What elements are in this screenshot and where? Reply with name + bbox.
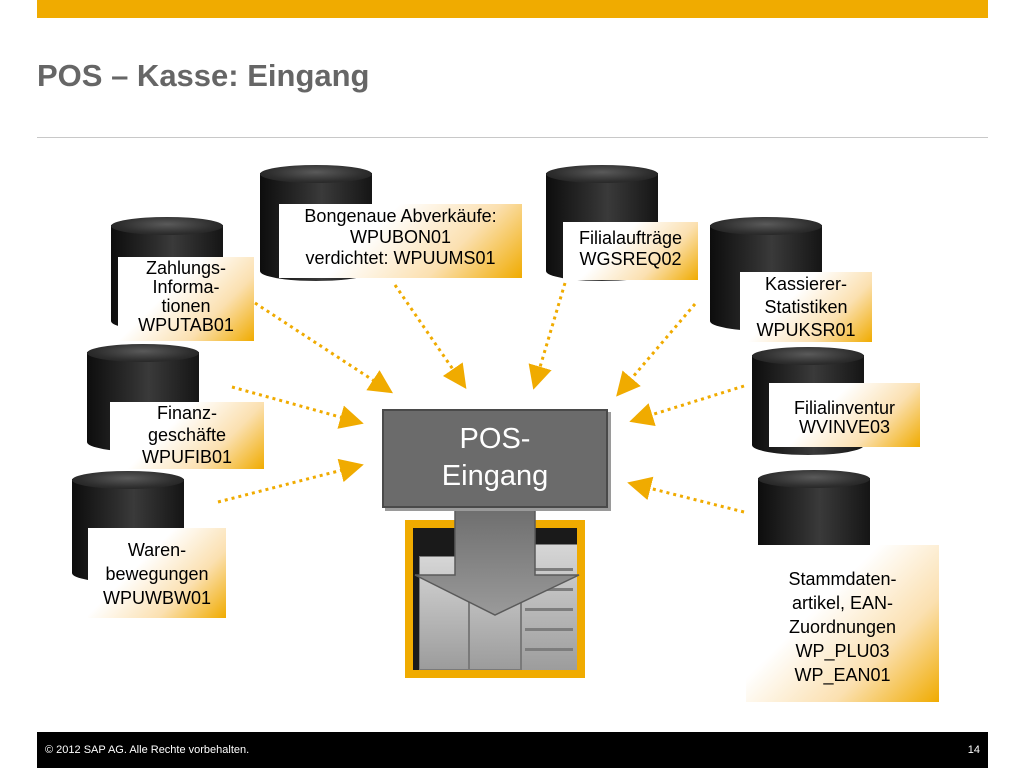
label-stammdaten: Stammdaten- artikel, EAN- Zuordnungen WP… [746, 545, 939, 702]
slide-title: POS – Kasse: Eingang [37, 58, 370, 93]
arrow-from-filialinventur [629, 384, 745, 427]
arrow-from-stammdaten [627, 476, 745, 514]
label-filialauftraege: Filialaufträge WGSREQ02 [563, 222, 698, 280]
pos-eingang-box: POS- Eingang [382, 409, 608, 508]
label-zahlungs: Zahlungs- Informa- tionen WPUTAB01 [118, 257, 254, 341]
label-kassierer: Kassierer- Statistiken WPUKSR01 [740, 272, 872, 342]
label-waren: Waren- bewegungen WPUWBW01 [88, 528, 226, 618]
label-bongenaue: Bongenaue Abverkäufe: WPUBON01 verdichte… [279, 204, 522, 278]
page-number: 14 [967, 744, 980, 756]
arrow-from-waren [217, 458, 364, 504]
arrow-from-filialauftraege [528, 282, 567, 390]
pos-server-photo [405, 520, 585, 678]
top-accent-bar [37, 0, 988, 18]
footer-bar: © 2012 SAP AG. Alle Rechte vorbehalten. … [37, 732, 988, 768]
arrow-from-kassierer [616, 303, 697, 397]
label-filialinventur: Filialinventur WVINVE03 [769, 383, 920, 447]
label-finanz: Finanz- geschäfte WPUFIB01 [110, 402, 264, 469]
arrow-from-bongenaue [393, 284, 467, 389]
title-divider [37, 137, 988, 138]
footer-copyright: © 2012 SAP AG. Alle Rechte vorbehalten. [45, 744, 250, 756]
arrow-from-zahlungs [254, 301, 394, 394]
